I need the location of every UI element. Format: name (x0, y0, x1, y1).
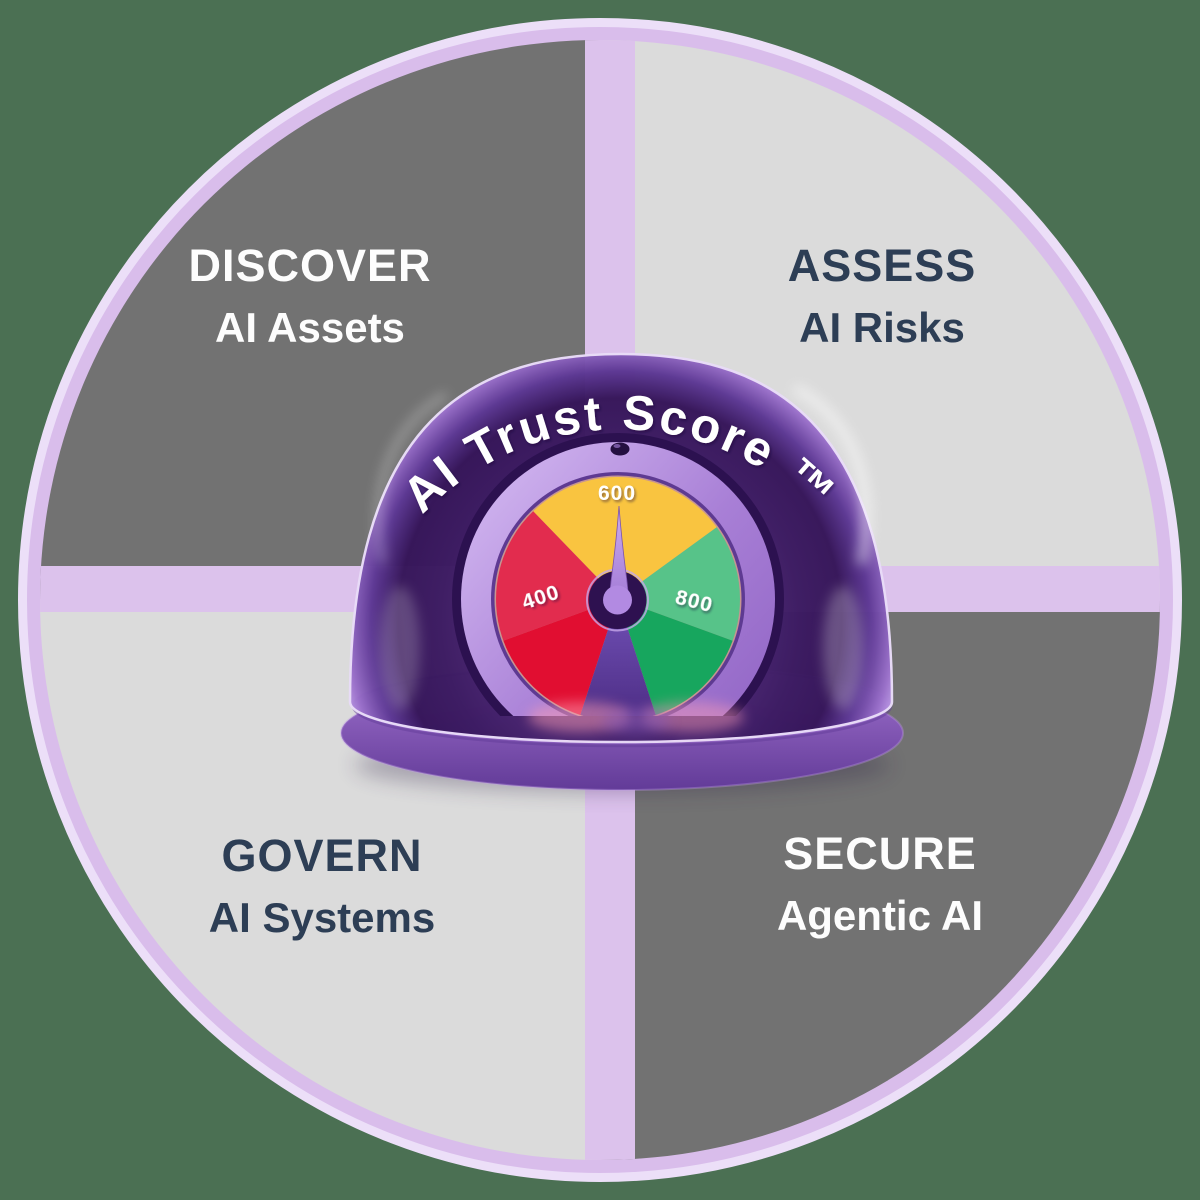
govern-subtitle: AI Systems (208, 894, 436, 941)
glow-violet-center (602, 709, 670, 733)
gauge-dial: 600 400 800 (452, 433, 784, 716)
secure-subtitle: Agentic AI (776, 892, 984, 939)
segment-red-deep (503, 599, 618, 715)
segment-bottom-wedge (580, 599, 656, 716)
label-assess: ASSESS AI Risks (788, 243, 977, 349)
hub-center (603, 585, 632, 615)
dome-glass-left (380, 586, 420, 710)
discover-title: DISCOVER (188, 240, 432, 291)
dome-glass-right (823, 586, 863, 710)
dome-gloss-right (793, 385, 872, 565)
dome-dot (610, 442, 630, 456)
label-secure: SECURE Agentic AI (777, 831, 983, 937)
segment-green-deep (618, 599, 733, 715)
dome-dot-gloss (613, 444, 621, 448)
assess-subtitle: AI Risks (799, 304, 965, 351)
label-govern: GOVERN AI Systems (209, 833, 435, 939)
assess-title: ASSESS (787, 240, 977, 291)
label-discover: DISCOVER AI Assets (188, 243, 431, 349)
segment-yellow (533, 477, 717, 599)
dome-gloss-left (374, 392, 448, 564)
pedestal-reflections (528, 702, 744, 733)
segment-green-light (618, 527, 740, 641)
govern-title: GOVERN (221, 830, 423, 881)
tick-600: 600 (598, 482, 636, 505)
secure-title: SECURE (783, 828, 977, 879)
discover-subtitle: AI Assets (215, 304, 405, 351)
